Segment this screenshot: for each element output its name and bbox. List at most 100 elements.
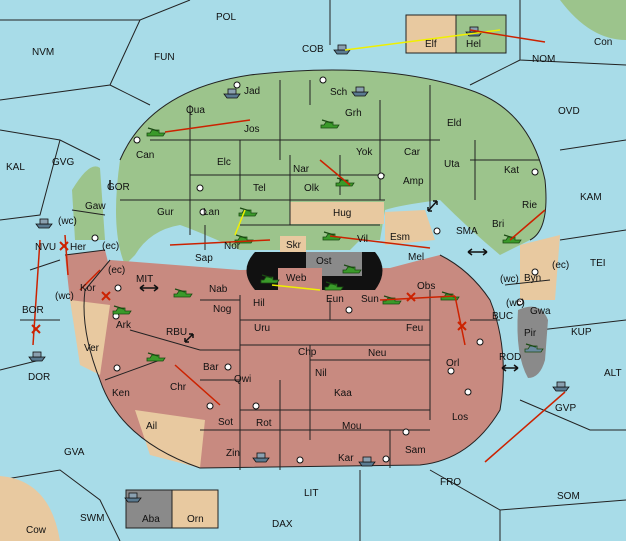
label-elc: Elc [217, 157, 231, 168]
label-esm: Esm [390, 232, 410, 243]
label-ver: Ver [84, 343, 100, 354]
label-bri: Bri [492, 219, 504, 230]
label-nab: Nab [209, 284, 228, 295]
label-mit: MIT [136, 274, 153, 285]
label-neu: Neu [368, 348, 386, 359]
army-icon-web[interactable] [260, 274, 280, 284]
label-pir: Pir [524, 328, 537, 339]
label-hel: Hel [466, 39, 481, 50]
label-sap: Sap [195, 253, 213, 264]
green-territory [116, 70, 546, 265]
label-nil: Nil [315, 368, 327, 379]
label-her: Her [70, 242, 87, 253]
label-mel: Mel [408, 252, 424, 263]
label-elf: Elf [425, 39, 437, 50]
label-jad: Jad [244, 86, 260, 97]
army-icon-chr[interactable] [146, 352, 166, 362]
label-eld: Eld [447, 118, 461, 129]
label-nom: NOM [532, 54, 555, 65]
label-pol: POL [216, 12, 236, 23]
label-ail: Ail [146, 421, 157, 432]
supply-centers [91, 76, 539, 464]
label-mou: Mou [342, 421, 361, 432]
fleet-icon-kar[interactable] [358, 456, 376, 467]
label-ec2: (ec) [552, 260, 569, 271]
label-rie: Rie [522, 200, 537, 211]
label-nvm: NVM [32, 47, 54, 58]
label-wc4: (wc) [506, 298, 525, 309]
label-cow: Cow [26, 525, 47, 536]
label-olk: Olk [304, 183, 320, 194]
label-rot: Rot [256, 418, 272, 429]
label-wc3: (wc) [55, 291, 74, 302]
label-kat: Kat [504, 165, 519, 176]
label-chr: Chr [170, 382, 187, 393]
label-orl: Orl [446, 358, 459, 369]
label-rbu: RBU [166, 327, 187, 338]
label-ken: Ken [112, 388, 130, 399]
fleet-icon-gvp[interactable] [552, 381, 570, 392]
label-cob: COB [302, 44, 324, 55]
label-sot: Sot [218, 417, 233, 428]
label-fro: FRO [440, 477, 461, 488]
label-skr: Skr [286, 240, 302, 251]
movement-markers [109, 180, 519, 372]
label-ovd: OVD [558, 106, 580, 117]
label-lan: Lan [203, 207, 220, 218]
label-gur: Gur [157, 207, 174, 218]
green-arm [72, 166, 105, 240]
label-dax: DAX [272, 519, 293, 530]
army-icon-nab[interactable] [173, 288, 193, 298]
label-car: Car [404, 147, 421, 158]
fleet-icon-aba[interactable] [124, 492, 142, 503]
label-chp: Chp [298, 347, 317, 358]
fleet-icon-dor[interactable] [28, 351, 46, 362]
fleet-icon-cob[interactable] [333, 44, 351, 55]
label-gaw: Gaw [85, 201, 106, 212]
fleet-icon-sch[interactable] [351, 86, 369, 97]
label-gvp: GVP [555, 403, 576, 414]
label-bor: BOR [22, 305, 44, 316]
label-sam: Sam [405, 445, 426, 456]
label-vil: Vil [357, 234, 368, 245]
army-icon-grh[interactable] [320, 119, 340, 129]
label-rod: ROD [499, 352, 521, 363]
label-qwi: Qwi [234, 374, 251, 385]
label-ec1: (ec) [102, 241, 119, 252]
label-alt: ALT [604, 368, 622, 379]
label-nor: Nor [224, 241, 241, 252]
province-labels: POL NVM FUN COB Elf Hel Con NOM OVD KAL … [6, 12, 622, 536]
label-ec3: (ec) [108, 265, 125, 276]
army-icon-vil[interactable] [322, 231, 342, 241]
label-hug: Hug [333, 208, 351, 219]
army-icon-ost[interactable] [342, 264, 362, 274]
neutral-provinces [70, 202, 560, 468]
label-web: Web [286, 273, 307, 284]
label-zin: Zin [226, 448, 240, 459]
fleet-icon-nvu[interactable] [35, 218, 53, 229]
fleet-icon-zin[interactable] [252, 452, 270, 463]
province-borders [64, 69, 551, 470]
label-nar: Nar [293, 164, 310, 175]
label-kup: KUP [571, 327, 592, 338]
army-icon-can[interactable] [146, 127, 166, 137]
label-tel: Tel [253, 183, 266, 194]
army-icon-ark[interactable] [112, 305, 132, 315]
fleet-icon-jad[interactable] [223, 88, 241, 99]
label-tei: TEI [590, 258, 606, 269]
label-gor: GOR [107, 182, 130, 193]
label-gwa: Gwa [530, 306, 551, 317]
army-icon-pir[interactable] [524, 343, 544, 353]
label-kam: KAM [580, 192, 602, 203]
label-qua: Qua [186, 105, 205, 116]
label-wc2: (wc) [500, 274, 519, 285]
label-feu: Feu [406, 323, 423, 334]
label-aba: Aba [142, 514, 160, 525]
label-grh: Grh [345, 108, 362, 119]
label-uru: Uru [254, 323, 270, 334]
label-nog: Nog [213, 304, 231, 315]
army-icon-eun[interactable] [324, 281, 344, 291]
red-territory [84, 255, 504, 468]
